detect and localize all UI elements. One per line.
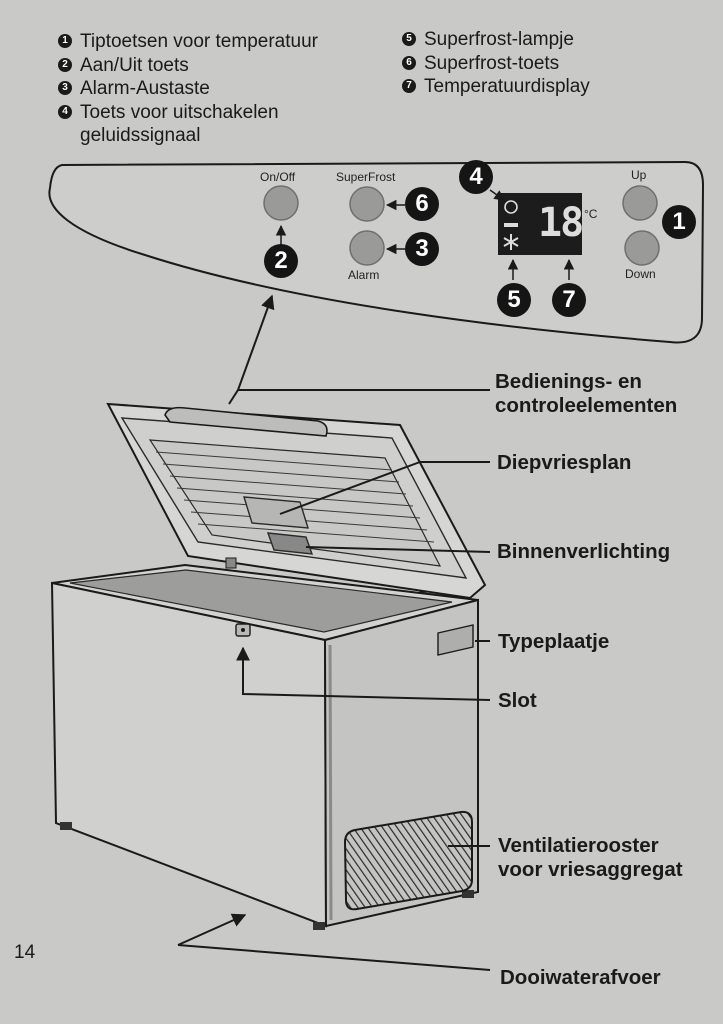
superfrost-snowflake-icon — [503, 234, 519, 250]
callout-ventilatie-line1: Ventilatierooster — [498, 834, 659, 857]
callout-slot: Slot — [498, 689, 537, 712]
legend-marker: 3 — [58, 81, 72, 95]
marker-4: 4 — [459, 160, 493, 194]
callout-bediening-line2: controleelementen — [495, 394, 678, 417]
legend-item-6: 6 Superfrost-toets — [402, 52, 590, 76]
superfrost-button[interactable] — [349, 186, 385, 222]
legend-item-5: 5 Superfrost-lampje — [402, 28, 590, 52]
type-plate — [437, 624, 474, 656]
callout-dooiwater: Dooiwaterafvoer — [500, 966, 661, 989]
marker-3: 3 — [405, 232, 439, 266]
up-button[interactable] — [622, 185, 658, 221]
up-label: Up — [631, 168, 647, 182]
legend-text: Superfrost-toets — [424, 52, 560, 74]
callout-typeplaatje: Typeplaatje — [498, 630, 610, 653]
alarm-button[interactable] — [349, 230, 385, 266]
ventilation-grille — [343, 810, 473, 911]
legend-text: Superfrost-lampje — [424, 29, 574, 50]
legend-item-2: 2 Aan/Uit toets — [58, 54, 318, 78]
freezer-body — [50, 563, 479, 930]
marker-7: 7 — [552, 283, 586, 317]
legend-item-4: 4 Toets voor uitschakelen — [58, 101, 318, 125]
callout-binnenverlichting: Binnenverlichting — [497, 540, 671, 563]
callout-bediening: Bedienings- en controleelementen — [495, 370, 677, 418]
onoff-label: On/Off — [260, 170, 296, 184]
onoff-button[interactable] — [263, 185, 299, 221]
legend-item-3: 3 Alarm-Austaste — [58, 77, 318, 101]
callout-ventilatie: Ventilatierooster voor vriesaggregat — [498, 834, 723, 882]
alarm-sound-icon — [504, 200, 518, 214]
legend-text: Temperatuurdisplay — [424, 76, 590, 97]
legend-text: Alarm-Austaste — [80, 78, 210, 99]
legend-text: Aan/Uit toets — [80, 54, 189, 76]
marker-6: 6 — [405, 187, 439, 221]
display-dash — [504, 223, 518, 227]
legend-item-7: 7 Temperatuurdisplay — [402, 75, 590, 99]
superfrost-label: SuperFrost — [336, 170, 396, 184]
legend-text: Toets voor uitschakelen — [80, 101, 279, 123]
display-value: 18 — [538, 200, 584, 246]
down-button[interactable] — [624, 230, 660, 266]
callout-diepvriesplan: Diepvriesplan — [497, 451, 632, 474]
legend-item-1: 1 Tiptoetsen voor temperatuur — [58, 30, 318, 54]
alarm-label: Alarm — [348, 268, 380, 282]
legend-marker: 5 — [402, 32, 416, 46]
marker-2: 2 — [264, 244, 298, 278]
display-unit: °C — [584, 207, 598, 221]
legend-marker: 1 — [58, 34, 72, 48]
callout-ventilatie-line2: voor vriesaggregat — [498, 858, 683, 881]
legend-text: Tiptoetsen voor temperatuur — [80, 31, 318, 52]
marker-5: 5 — [497, 283, 531, 317]
legend-marker: 4 — [58, 104, 72, 119]
legend-marker: 2 — [58, 57, 72, 72]
legend-left: 1 Tiptoetsen voor temperatuur 2 Aan/Uit to… — [58, 30, 318, 148]
legend-right: 5 Superfrost-lampje 6 Superfrost-toets 7 Te… — [402, 28, 590, 99]
legend-item-4-continued: geluidssignaal — [80, 125, 201, 146]
marker-1: 1 — [662, 205, 696, 239]
down-label: Down — [625, 267, 656, 281]
legend-marker: 6 — [402, 55, 416, 70]
legend-marker: 7 — [402, 79, 416, 93]
callout-bediening-line1: Bedienings- en — [495, 370, 642, 393]
page-number: 14 — [14, 942, 36, 963]
